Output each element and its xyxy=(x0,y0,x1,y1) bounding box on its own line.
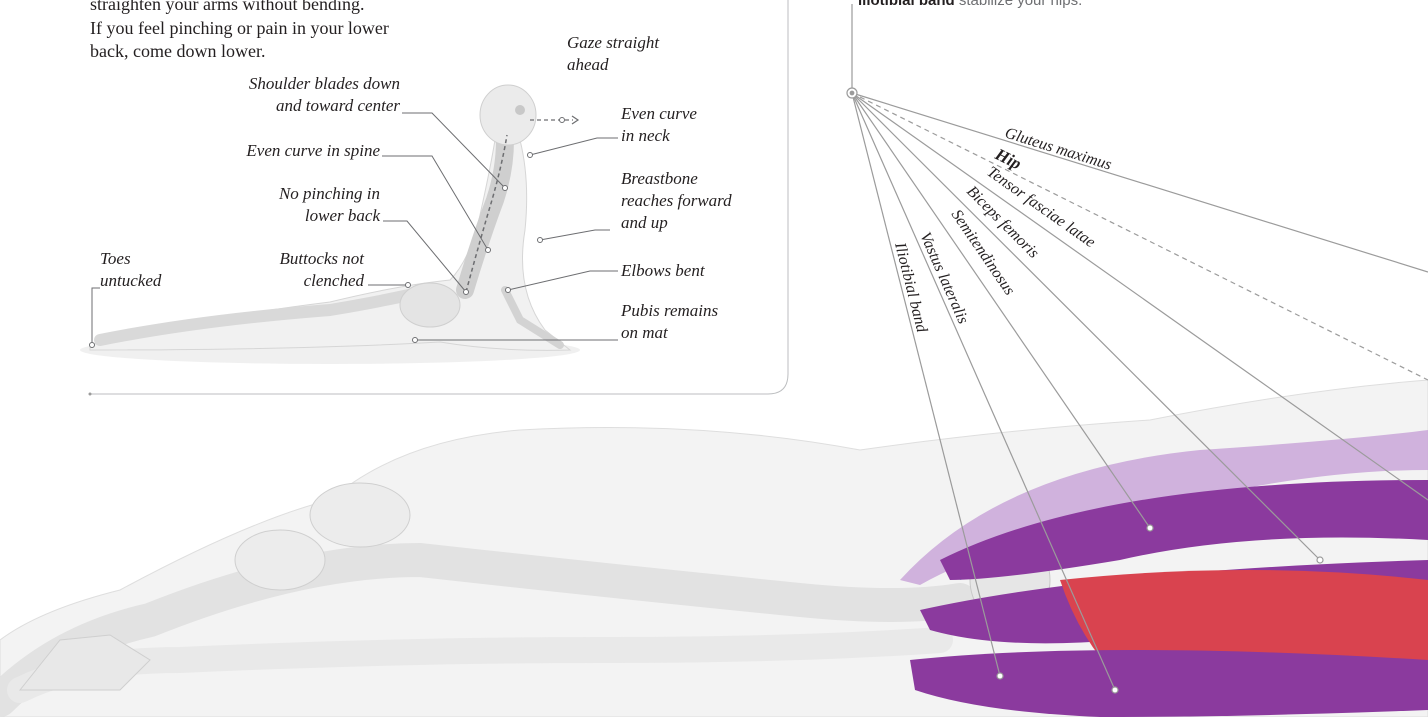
dot-buttocks xyxy=(406,283,411,288)
label-toes: Toes untucked xyxy=(100,248,161,292)
dot-pinching xyxy=(464,290,469,295)
label-even-neck: Even curve in neck xyxy=(621,103,697,147)
dot-gaze xyxy=(560,118,565,123)
dot-pubis xyxy=(413,338,418,343)
dot-elbows xyxy=(506,288,511,293)
dot-biceps xyxy=(1317,557,1323,563)
label-gluteus: Gluteus maximus xyxy=(1003,125,1114,174)
pelvis xyxy=(400,283,460,327)
heel-bone-2 xyxy=(235,530,325,590)
leader-breastbone xyxy=(540,230,610,240)
dot-shoulder xyxy=(503,186,508,191)
label-even-spine: Even curve in spine xyxy=(180,140,380,162)
dot-origin-center xyxy=(850,91,854,95)
skull xyxy=(480,85,536,145)
heel-bone xyxy=(310,483,410,547)
inset-panel-dot xyxy=(89,393,92,396)
label-shoulder: Shoulder blades down and toward center xyxy=(200,73,400,117)
leader-neck xyxy=(530,138,618,155)
dot-spine xyxy=(486,248,491,253)
label-buttocks: Buttocks not clenched xyxy=(230,248,364,292)
leader-hip xyxy=(852,93,1428,380)
eye-socket xyxy=(515,105,525,115)
leader-spine xyxy=(382,156,488,250)
label-pinching: No pinching in lower back xyxy=(200,183,380,227)
dot-toes xyxy=(90,343,95,348)
dot-semitendinosus xyxy=(1147,525,1153,531)
dot-iliotibial xyxy=(997,673,1003,679)
label-elbows: Elbows bent xyxy=(621,260,705,282)
large-leg-illustration xyxy=(0,380,1428,717)
dot-breastbone xyxy=(538,238,543,243)
dot-neck xyxy=(528,153,533,158)
label-gaze: Gaze straight ahead xyxy=(567,32,659,76)
label-breastbone: Breastbone reaches forward and up xyxy=(621,168,732,234)
label-pubis: Pubis remains on mat xyxy=(621,300,718,344)
dot-vastus xyxy=(1112,687,1118,693)
